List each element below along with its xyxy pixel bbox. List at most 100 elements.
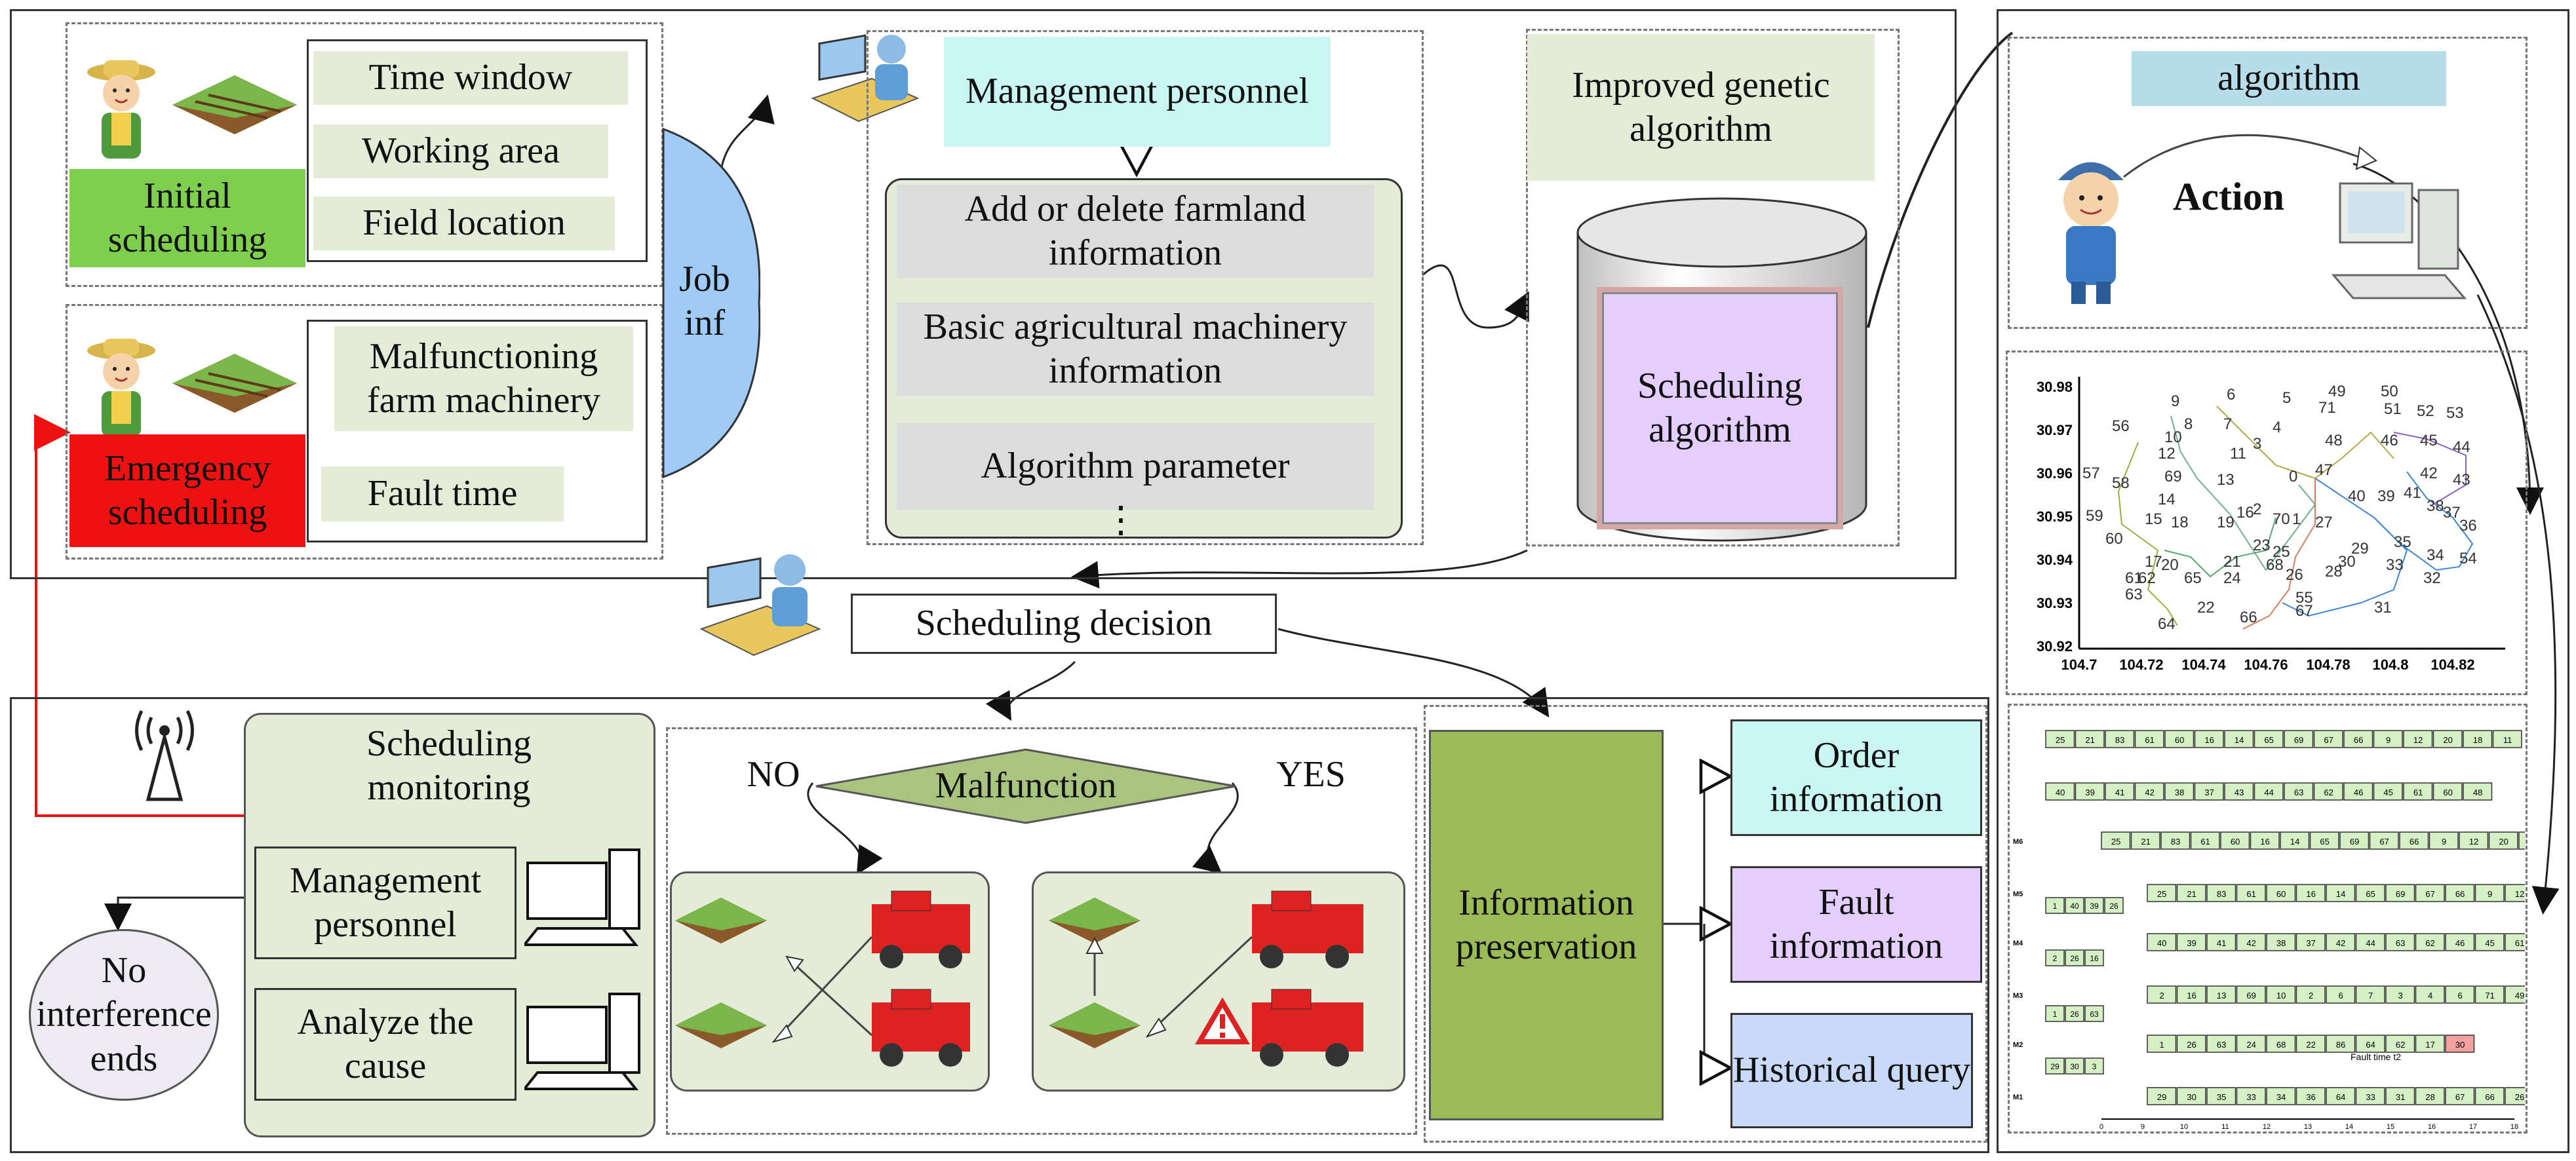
route-node-label: 5 bbox=[2282, 389, 2291, 407]
no-label: NO bbox=[747, 754, 800, 795]
gantt-block bbox=[2326, 1035, 2356, 1053]
route-node-label: 51 bbox=[2384, 400, 2402, 418]
gantt-block-label: 60 bbox=[2276, 889, 2286, 899]
gantt-block-label: 41 bbox=[2217, 938, 2226, 948]
information-preservation-box: Information preservation bbox=[1429, 730, 1664, 1120]
gantt-block-label: 18 bbox=[2473, 735, 2482, 745]
emergency-scheduling-label: Emergency scheduling bbox=[69, 434, 305, 547]
order-information-box: Order information bbox=[1730, 719, 1982, 836]
route-map-y-tick: 30.92 bbox=[2037, 638, 2073, 655]
route-node-label: 45 bbox=[2420, 432, 2438, 449]
gantt-block bbox=[2236, 1087, 2266, 1105]
no-fault-illustration bbox=[675, 890, 970, 1067]
gantt-side-label: 16 bbox=[2090, 954, 2099, 963]
gantt-block bbox=[2045, 730, 2075, 748]
gantt-block bbox=[2415, 933, 2445, 951]
gantt-block bbox=[2355, 985, 2385, 1004]
gantt-side-label: 2 bbox=[2053, 954, 2058, 963]
gantt-block-label: 69 bbox=[2396, 889, 2405, 899]
gantt-side-label: 39 bbox=[2090, 902, 2099, 911]
gantt-block bbox=[2505, 933, 2525, 951]
route-node-label: 43 bbox=[2453, 471, 2470, 489]
gantt-block-label: 12 bbox=[2413, 735, 2423, 745]
ellipsis-dots: ⋮ bbox=[1103, 500, 1139, 541]
gantt-side-block bbox=[2084, 1005, 2104, 1022]
right-frame bbox=[1997, 9, 2569, 1153]
gantt-block bbox=[2266, 884, 2296, 902]
historical-query-box: Historical query bbox=[1730, 1013, 1973, 1128]
route-map-x-tick: 104.82 bbox=[2430, 657, 2474, 673]
route-node-label: 52 bbox=[2417, 402, 2434, 420]
gantt-block bbox=[2313, 730, 2343, 748]
gantt-block-label: 25 bbox=[2056, 735, 2065, 745]
gantt-block-label: 12 bbox=[2515, 889, 2524, 899]
gantt-block-label: 41 bbox=[2115, 788, 2124, 797]
route-node-label: 70 bbox=[2273, 510, 2290, 528]
route-node-label: 29 bbox=[2351, 540, 2369, 558]
gantt-block bbox=[2432, 782, 2463, 801]
gantt-block-label: 69 bbox=[2294, 735, 2303, 745]
gantt-block bbox=[2101, 831, 2131, 850]
gantt-block bbox=[2266, 1035, 2296, 1053]
gantt-block bbox=[2176, 933, 2206, 951]
gantt-block-label: 14 bbox=[2336, 889, 2345, 899]
gantt-x-tick: 9 bbox=[2141, 1123, 2145, 1131]
gantt-block bbox=[2134, 782, 2164, 801]
route-node-label: 46 bbox=[2381, 432, 2398, 449]
gantt-block-label: 66 bbox=[2485, 1092, 2494, 1102]
scheduling-algorithm-box: Scheduling algorithm bbox=[1597, 287, 1843, 529]
gantt-x-tick: 12 bbox=[2263, 1123, 2271, 1131]
gantt-block bbox=[2373, 730, 2403, 748]
gantt-side-label: 30 bbox=[2070, 1062, 2079, 1071]
gantt-block bbox=[2206, 884, 2236, 902]
gantt-block-label: 61 bbox=[2413, 788, 2423, 797]
gantt-block-label: 69 bbox=[2350, 837, 2359, 847]
route-node-label: 11 bbox=[2230, 445, 2246, 463]
gantt-x-tick: 14 bbox=[2345, 1123, 2353, 1131]
gantt-block-label: 21 bbox=[2085, 735, 2094, 745]
genetic-algorithm-group bbox=[1526, 29, 1900, 546]
gantt-block bbox=[2326, 1087, 2356, 1105]
algorithm-header: algorithm bbox=[2132, 51, 2446, 106]
gantt-block bbox=[2295, 1087, 2326, 1105]
action-panel bbox=[2008, 37, 2527, 329]
gantt-side-block bbox=[2065, 1057, 2084, 1075]
route-node-label: 65 bbox=[2184, 569, 2202, 587]
gantt-block bbox=[2266, 985, 2296, 1004]
gantt-block bbox=[2105, 782, 2135, 801]
gantt-block-label: 62 bbox=[2396, 1040, 2405, 1050]
gantt-block bbox=[2432, 730, 2463, 748]
gantt-block-label: 21 bbox=[2187, 889, 2196, 899]
route-node-label: 60 bbox=[2105, 530, 2123, 548]
gantt-block bbox=[2295, 884, 2326, 902]
route-node-label: 12 bbox=[2158, 445, 2176, 463]
gantt-block bbox=[2160, 831, 2191, 850]
computer-icon bbox=[2327, 177, 2471, 308]
gantt-block bbox=[2206, 1087, 2236, 1105]
gantt-block-label: 63 bbox=[2396, 938, 2405, 948]
gantt-side-label: 40 bbox=[2070, 902, 2079, 911]
preservation-group bbox=[1424, 705, 1987, 1143]
scheduling-monitoring-panel bbox=[244, 713, 655, 1137]
route-node-label: 27 bbox=[2315, 514, 2333, 531]
farmer-icon-2 bbox=[85, 331, 157, 442]
gantt-block bbox=[2385, 985, 2415, 1004]
gantt-block-label: 16 bbox=[2260, 837, 2269, 847]
gantt-block bbox=[2445, 985, 2475, 1004]
gantt-machine-label: M1 bbox=[2013, 1094, 2023, 1101]
farmland-icon-2 bbox=[169, 351, 300, 416]
gantt-side-label: 3 bbox=[2092, 1062, 2097, 1071]
gantt-block bbox=[2254, 730, 2284, 748]
gantt-block bbox=[2355, 1087, 2385, 1105]
gantt-block-label: 60 bbox=[2175, 735, 2184, 745]
route-map-x-tick: 104.7 bbox=[2061, 657, 2097, 673]
gantt-block-label: 62 bbox=[2324, 788, 2333, 797]
route-node-label: 14 bbox=[2158, 491, 2176, 508]
gantt-block-label: 67 bbox=[2455, 1092, 2465, 1102]
gantt-block-label: 7 bbox=[2368, 991, 2373, 1000]
gantt-block bbox=[2373, 782, 2403, 801]
route-node-label: 61 bbox=[2125, 569, 2143, 587]
gantt-block-label: 68 bbox=[2276, 1040, 2286, 1050]
gantt-block-label: 66 bbox=[2410, 837, 2419, 847]
gantt-machine-label: M6 bbox=[2013, 838, 2023, 846]
